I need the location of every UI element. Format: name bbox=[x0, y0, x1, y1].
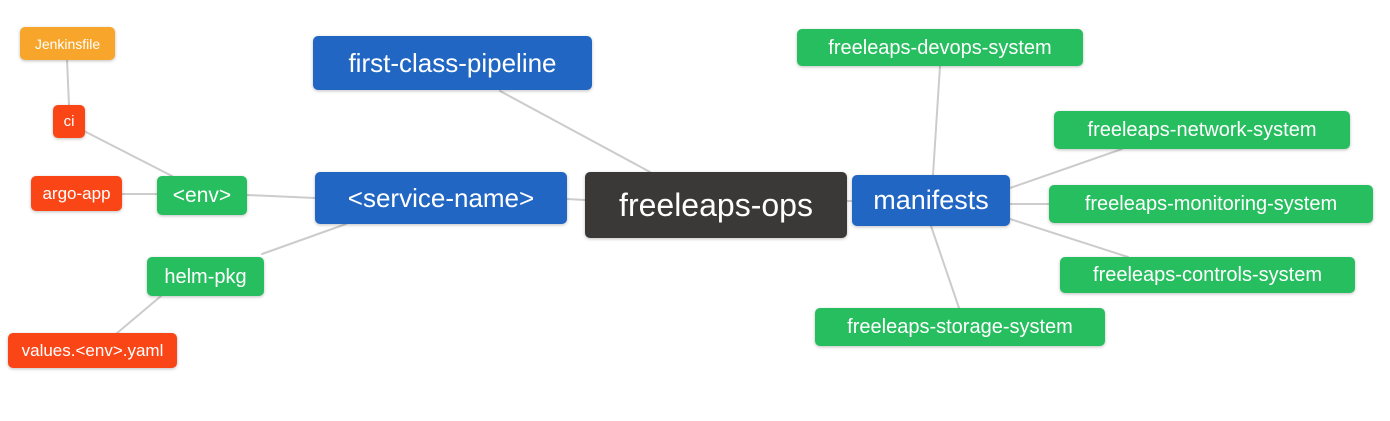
edge-env-service-name bbox=[246, 194, 316, 199]
node-ci[interactable]: ci bbox=[53, 105, 85, 138]
edge-jenkinsfile-ci bbox=[66, 59, 70, 106]
node-env[interactable]: <env> bbox=[157, 176, 247, 215]
edge-manifests-controls-system bbox=[1009, 218, 1129, 258]
node-first-class-pipeline[interactable]: first-class-pipeline bbox=[313, 36, 592, 90]
node-values-env-yaml[interactable]: values.<env>.yaml bbox=[8, 333, 177, 368]
node-manifests[interactable]: manifests bbox=[852, 175, 1010, 226]
edge-values-helm-pkg bbox=[115, 295, 162, 335]
node-helm-pkg[interactable]: helm-pkg bbox=[147, 257, 264, 296]
edge-service-name-freeleaps-ops bbox=[566, 198, 586, 201]
node-argo-app[interactable]: argo-app bbox=[31, 176, 122, 211]
edge-helm-pkg-service-name bbox=[261, 223, 347, 255]
edge-manifests-network-system bbox=[1009, 148, 1123, 189]
node-freeleaps-controls-system[interactable]: freeleaps-controls-system bbox=[1060, 257, 1355, 293]
edge-manifests-devops-system bbox=[932, 65, 941, 176]
node-service-name[interactable]: <service-name> bbox=[315, 172, 567, 224]
edge-ci-env bbox=[83, 130, 173, 177]
edge-pipeline-freeleaps-ops bbox=[499, 90, 651, 173]
node-freeleaps-storage-system[interactable]: freeleaps-storage-system bbox=[815, 308, 1105, 346]
node-freeleaps-ops-root[interactable]: freeleaps-ops bbox=[585, 172, 847, 238]
node-freeleaps-monitoring-system[interactable]: freeleaps-monitoring-system bbox=[1049, 185, 1373, 223]
node-jenkinsfile[interactable]: Jenkinsfile bbox=[20, 27, 115, 60]
edge-manifests-storage-system bbox=[930, 225, 960, 309]
node-freeleaps-network-system[interactable]: freeleaps-network-system bbox=[1054, 111, 1350, 149]
node-freeleaps-devops-system[interactable]: freeleaps-devops-system bbox=[797, 29, 1083, 66]
